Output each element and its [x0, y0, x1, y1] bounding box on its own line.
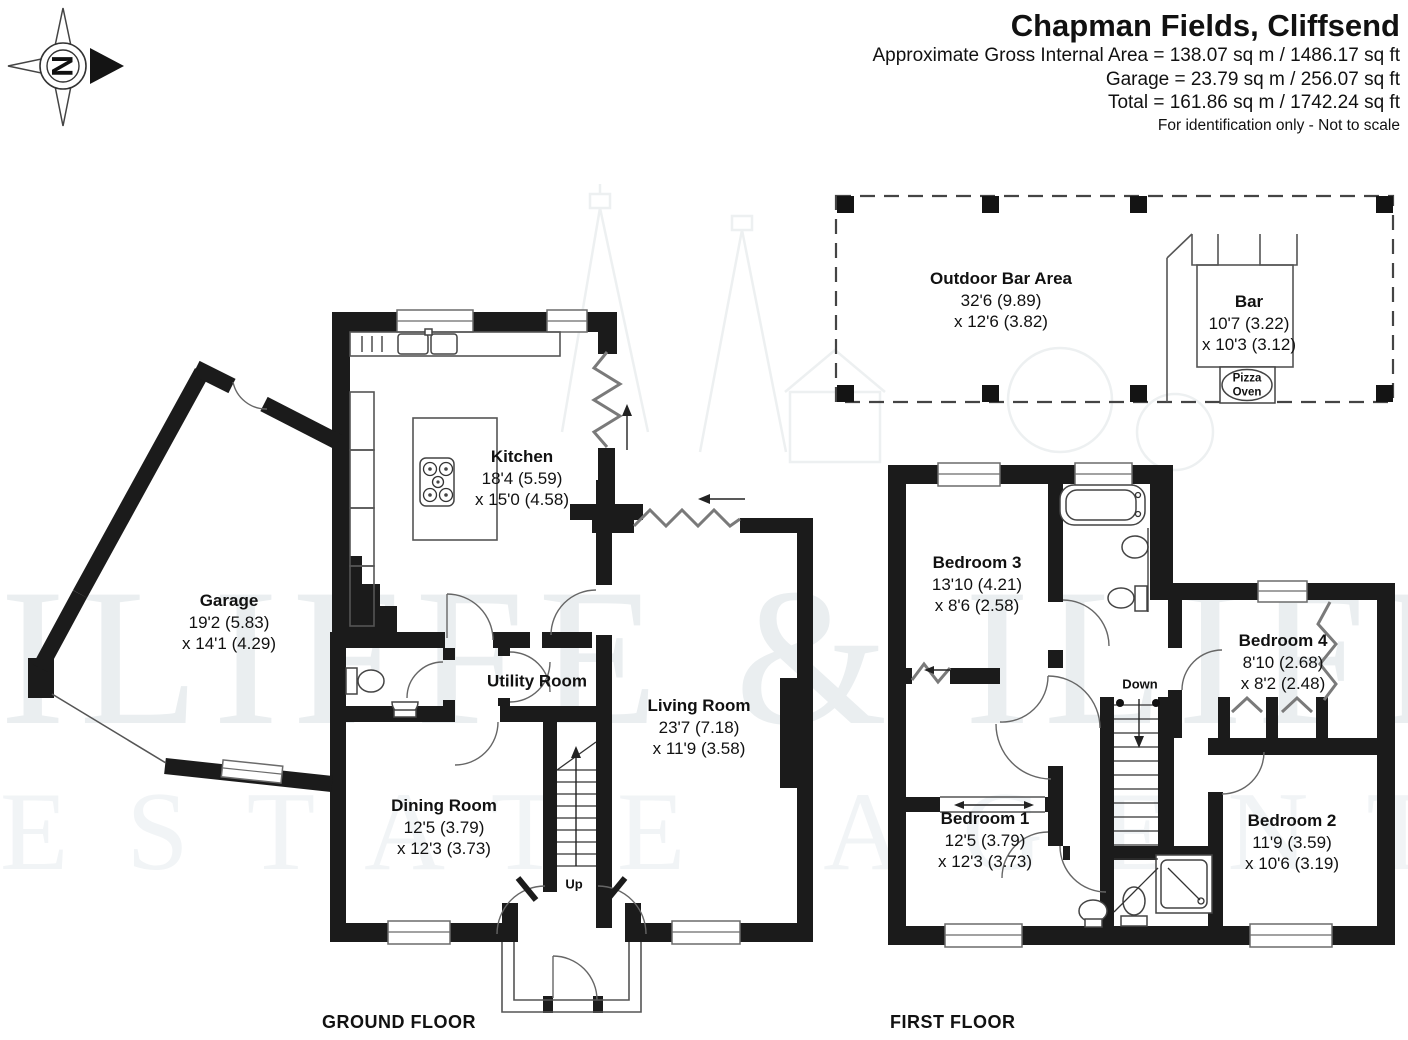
- stairs-up: [556, 741, 597, 867]
- first-floor-label: FIRST FLOOR: [890, 1012, 1016, 1032]
- room-name: Bedroom 2: [1247, 810, 1337, 830]
- first-floor-walls: [888, 465, 1395, 945]
- wc-sink-icon: [391, 701, 419, 718]
- shower-toilet-icon: [1120, 886, 1148, 927]
- room-name: Kitchen: [490, 446, 554, 466]
- room-label-garage: Garage 19'2 (5.83) x 14'1 (4.29): [182, 590, 276, 655]
- room-label-outdoor-bar-area: Outdoor Bar Area 32'6 (9.89) x 12'6 (3.8…: [930, 268, 1072, 333]
- pergola-posts: [837, 196, 1393, 402]
- header: Chapman Fields, Cliffsend Approximate Gr…: [872, 8, 1400, 136]
- room-name: Garage: [199, 590, 259, 610]
- room-dim: 11'9 (3.59): [1252, 832, 1332, 852]
- room-name: Outdoor Bar Area: [929, 268, 1073, 288]
- kitchen-island: [412, 417, 498, 541]
- room-name: Utility Room: [486, 671, 588, 691]
- garage-walls: [32, 360, 342, 792]
- stairs-down: [1113, 699, 1160, 913]
- stairs-up-label: Up: [565, 876, 583, 892]
- room-dim: x 12'6 (3.82): [954, 311, 1048, 331]
- disclaimer-line: For identification only - Not to scale: [1157, 116, 1400, 134]
- garage-door-line: [51, 693, 167, 764]
- first-floor-symbols: [910, 601, 1338, 813]
- ground-floor-plan: [28, 309, 813, 1013]
- room-name: Bedroom 4: [1238, 630, 1328, 650]
- room-label-dining: Dining Room 12'5 (3.79) x 12'3 (3.73): [391, 795, 497, 860]
- ground-floor-doors: [232, 381, 647, 1001]
- room-label-bedroom1: Bedroom 1 12'5 (3.79) x 12'3 (3.73): [938, 808, 1032, 873]
- hob-icon: [419, 457, 455, 507]
- room-name: Bar: [1234, 291, 1264, 311]
- pizza-oven-label: Pizza Oven: [1232, 372, 1262, 399]
- area-total-line: Approximate Gross Internal Area = 138.07…: [872, 45, 1400, 66]
- bathroom-toilet-icon: [1107, 585, 1148, 612]
- outdoor-bar-area-plan: [834, 194, 1395, 404]
- area-garage-line: Garage = 23.79 sq m / 256.07 sq ft: [1105, 68, 1400, 90]
- room-dim: x 10'6 (3.19): [1245, 853, 1339, 873]
- room-label-bedroom3: Bedroom 3 13'10 (4.21) x 8'6 (2.58): [932, 552, 1022, 617]
- room-name: Bedroom 1: [940, 808, 1030, 828]
- room-dim: x 14'1 (4.29): [182, 633, 276, 653]
- bathroom-fixtures: [1059, 484, 1149, 612]
- room-dim: x 15'0 (4.58): [475, 489, 569, 509]
- first-floor-doors: [995, 599, 1265, 893]
- room-name: Living Room: [647, 695, 751, 715]
- room-dim: 13'10 (4.21): [931, 574, 1023, 594]
- room-dim: 23'7 (7.18): [658, 717, 740, 737]
- room-dim: 32'6 (9.89): [960, 290, 1042, 310]
- first-floor-windows: [937, 462, 1333, 948]
- open-wall-symbols: [591, 351, 745, 529]
- compass-letter: N: [45, 55, 78, 77]
- bath-icon: [1059, 484, 1146, 526]
- page-title: Chapman Fields, Cliffsend: [1010, 8, 1400, 43]
- room-dim: x 12'3 (3.73): [397, 838, 491, 858]
- bathroom-sink-icon: [1121, 528, 1149, 612]
- room-dim: 12'5 (3.79): [403, 817, 485, 837]
- room-label-bedroom4: Bedroom 4 8'10 (2.68) x 8'2 (2.48): [1239, 630, 1328, 695]
- room-dim: 18'4 (5.59): [481, 468, 563, 488]
- kitchen-cabinets: [349, 391, 375, 627]
- room-dim: x 12'3 (3.73): [938, 851, 1032, 871]
- shower-icon: [1155, 854, 1213, 914]
- first-floor-plan: [888, 462, 1395, 948]
- shower-room-fixtures: [1078, 854, 1213, 928]
- ground-floor-windows: [220, 309, 741, 945]
- room-dim: 8'10 (2.68): [1242, 652, 1324, 672]
- shower-sink-icon: [1078, 899, 1108, 928]
- room-name: Bedroom 3: [932, 552, 1022, 572]
- room-label-living: Living Room 23'7 (7.18) x 11'9 (3.58): [648, 695, 751, 760]
- room-dim: 10'7 (3.22): [1208, 313, 1290, 333]
- room-label-bar: Bar 10'7 (3.22) x 10'3 (3.12): [1202, 291, 1296, 356]
- watermark-sketch: [560, 184, 1215, 472]
- room-label-utility: Utility Room: [485, 670, 589, 692]
- ground-floor-label: GROUND FLOOR: [322, 1012, 476, 1032]
- room-label-bedroom2: Bedroom 2 11'9 (3.59) x 10'6 (3.19): [1245, 810, 1339, 875]
- porch: [501, 942, 642, 1013]
- compass-icon: N: [7, 7, 124, 127]
- ground-floor-walls: [28, 312, 813, 1013]
- room-dim: x 10'3 (3.12): [1202, 334, 1296, 354]
- room-dim: x 8'6 (2.58): [934, 595, 1020, 615]
- compass-north-arrow: [90, 48, 124, 84]
- room-dim: x 8'2 (2.48): [1240, 673, 1326, 693]
- room-label-kitchen: Kitchen 18'4 (5.59) x 15'0 (4.58): [475, 446, 569, 511]
- room-dim: 12'5 (3.79): [944, 830, 1026, 850]
- wc-toilet-icon: [345, 667, 385, 695]
- room-dim: x 11'9 (3.58): [652, 738, 746, 758]
- pizza-oven-icon: [1219, 366, 1276, 404]
- area-grand-total-line: Total = 161.86 sq m / 1742.24 sq ft: [1107, 92, 1400, 113]
- stairs-down-label: Down: [1122, 676, 1158, 692]
- kitchen-counter: [349, 328, 561, 357]
- room-dim: 19'2 (5.83): [188, 612, 270, 632]
- room-name: Dining Room: [391, 795, 497, 815]
